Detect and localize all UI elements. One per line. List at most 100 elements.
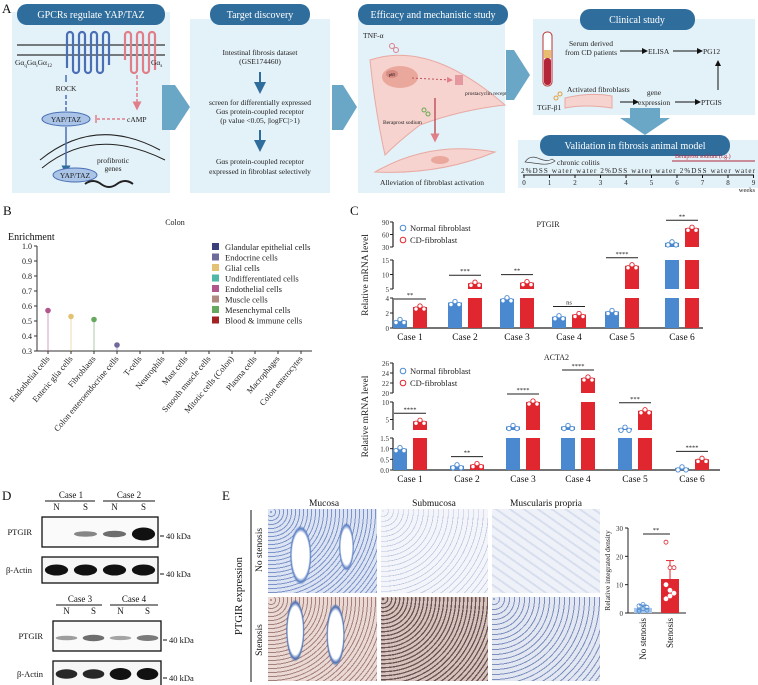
lane-label: N	[63, 606, 70, 616]
x-tick-label: Case 2	[454, 475, 480, 485]
chart-title: PTGIR	[536, 220, 560, 229]
y-tick-label: 0.9	[22, 257, 32, 266]
beraprost-schedule-label: Beraprost sodium (i.g.)	[675, 153, 731, 160]
week-label: 8	[726, 179, 730, 187]
marker-label: 40 kDa	[166, 531, 191, 541]
data-point	[642, 407, 648, 413]
y-tick-label: 0.8	[22, 272, 32, 281]
data-point	[580, 313, 586, 320]
column-mucosa: Mucosa	[309, 499, 340, 509]
x-tick-label: Case 6	[669, 333, 695, 343]
data-point	[605, 310, 611, 317]
data-point	[456, 301, 462, 308]
rock-label: ROCK	[56, 84, 77, 93]
blot-row-label: PTGIR	[7, 527, 32, 537]
case-label: Case 3	[68, 594, 93, 604]
y-tick-label: 1.5	[380, 435, 389, 443]
weeks-unit-label: weeks	[739, 187, 756, 194]
bar	[618, 428, 632, 470]
y-tick-label: 30	[616, 525, 624, 533]
y-axis-label: Enrichment	[8, 232, 55, 243]
x-tick-label: Case 1	[397, 333, 423, 343]
x-tick-label: Case 3	[504, 333, 530, 343]
data-point	[667, 593, 673, 599]
data-point	[506, 425, 512, 432]
validation-title: Validation in fibrosis animal model	[564, 141, 705, 152]
lollipop-point	[91, 316, 97, 323]
y-tick-label: 0	[386, 325, 390, 333]
result-expression: expressed in fibroblast selectively	[209, 167, 311, 176]
axis-break-gap	[637, 430, 653, 438]
y-tick-label: 1.0	[380, 446, 389, 454]
y-tick-label: 10	[616, 582, 624, 590]
gpcr-title: GPCRs regulate YAP/TAZ	[37, 10, 144, 21]
legend-swatch	[212, 274, 219, 282]
axis-break-gap	[580, 430, 596, 438]
data-point	[665, 242, 671, 248]
legend-label: Glandular epithelial cells	[225, 242, 310, 252]
y-tick-label: 1.0	[22, 242, 32, 251]
data-point	[638, 410, 644, 416]
blot-row-label: PTGIR	[18, 631, 43, 641]
data-point	[667, 565, 673, 571]
tnf-label: TNF-α	[363, 31, 384, 40]
bar	[450, 465, 464, 470]
data-point	[609, 307, 615, 314]
y-tick-label: 2	[386, 310, 390, 318]
axis-break-gap	[412, 430, 428, 438]
data-point	[474, 461, 480, 467]
ihc-mucosa-stenosis	[268, 597, 377, 681]
week-label: 3	[599, 179, 603, 187]
data-point	[667, 587, 673, 593]
x-tick-label: T-cells	[121, 354, 143, 378]
week-label: 7	[701, 179, 705, 187]
bar	[448, 302, 462, 328]
week-label: 2	[573, 179, 577, 187]
bar	[638, 410, 652, 470]
y-tick-label: 24	[382, 370, 390, 378]
data-point	[421, 306, 427, 312]
data-point	[669, 239, 675, 245]
lollipop-point	[114, 342, 120, 348]
bar	[413, 307, 427, 328]
data-point	[585, 374, 591, 380]
data-point	[520, 281, 526, 288]
axis-break-gap	[684, 289, 700, 298]
y-tick-label: 5	[386, 286, 390, 294]
data-point	[640, 602, 646, 607]
panel-label-d: D	[2, 488, 11, 503]
data-point	[626, 427, 632, 433]
column-muscularis: Muscularis propria	[510, 499, 583, 509]
data-point	[560, 316, 566, 322]
blot-band	[82, 634, 105, 642]
data-point	[625, 265, 631, 271]
legend-marker	[399, 236, 407, 244]
data-point	[514, 425, 520, 432]
lane-label: N	[53, 502, 60, 512]
bar	[695, 459, 709, 470]
target-title: Target discovery	[227, 10, 294, 21]
data-point	[633, 265, 639, 271]
target-box	[190, 19, 330, 193]
significance-label: ***	[460, 268, 470, 275]
legend-label: Muscle cells	[225, 295, 268, 305]
data-point	[683, 467, 689, 473]
significance-label: **	[679, 213, 686, 220]
significance-label: **	[514, 268, 521, 275]
week-label: 6	[675, 179, 679, 187]
data-point	[673, 242, 679, 248]
bar	[470, 464, 484, 470]
mouse-icon	[524, 156, 556, 165]
data-point	[470, 464, 476, 470]
data-point	[510, 422, 516, 429]
data-point	[524, 278, 530, 285]
gene-label: gene	[647, 88, 662, 97]
bar	[665, 242, 679, 328]
data-point	[530, 398, 536, 404]
dataset-label: Intestinal fibrosis dataset	[223, 48, 299, 57]
y-tick-label: 26	[382, 360, 390, 368]
result-receptor: Gαs protein-coupled receptor	[216, 157, 305, 166]
axis-break-gap	[624, 289, 640, 298]
legend-swatch	[212, 285, 219, 292]
y-tick-label: 20	[616, 553, 624, 561]
